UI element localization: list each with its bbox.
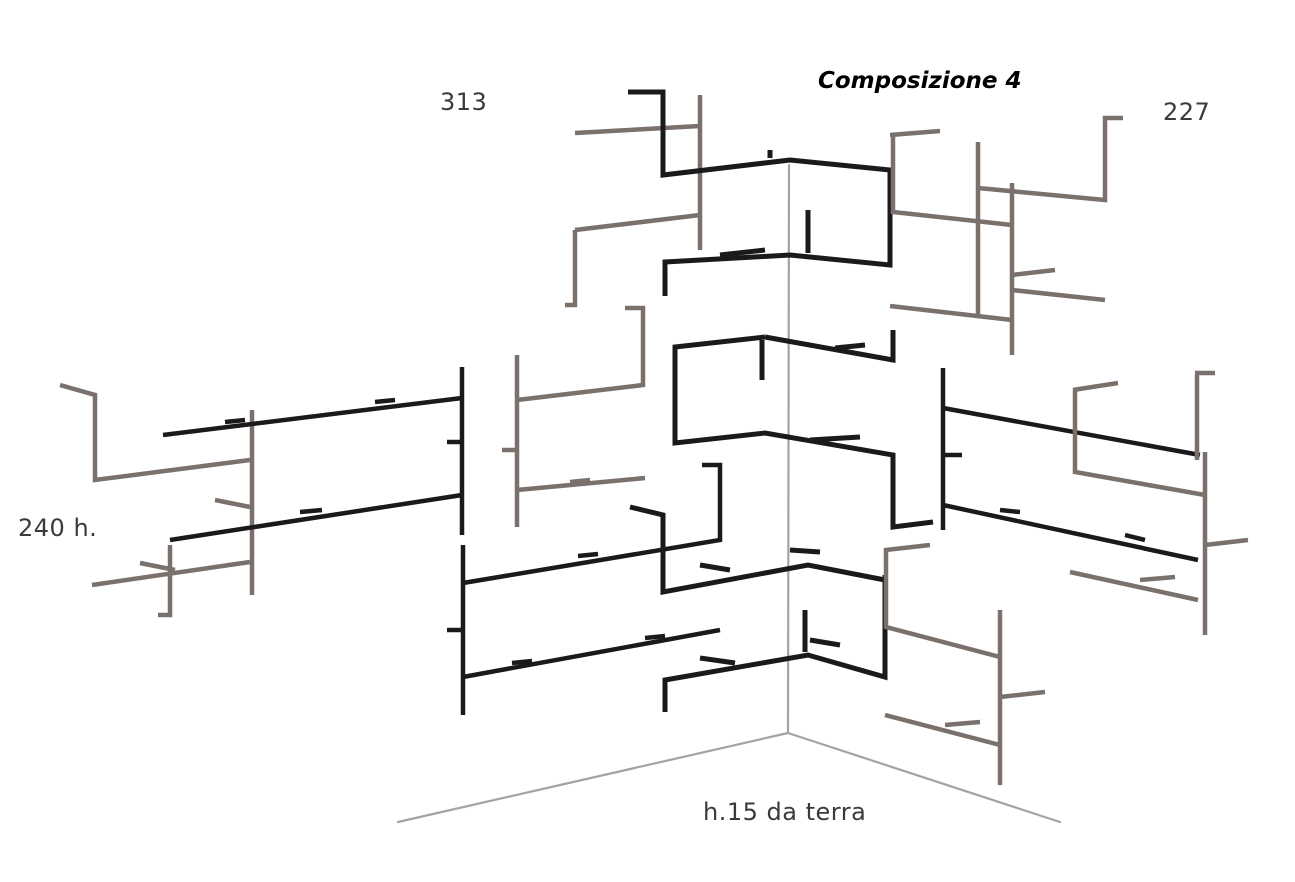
floor-line-left [396, 731, 790, 824]
left-wall-width-label: 313 [440, 88, 488, 116]
composition-title: Composizione 4 [818, 68, 1022, 94]
shelf-module-top-left-light [565, 95, 703, 308]
shelf-module-bottom-center-dark [629, 504, 888, 712]
shelf-module-top-right-light [889, 115, 1123, 355]
right-wall-width-label: 227 [1163, 98, 1211, 126]
shelf-module-top-center-dark [628, 89, 893, 296]
shelf-module-left-light [59, 382, 255, 618]
shelf-module-middle-right-dark [940, 368, 1201, 563]
room-corner [396, 163, 1062, 824]
wall-corner-line [786, 163, 791, 735]
shelf-module-bottom-right-light [883, 542, 1046, 785]
shelf-module-middle-left-light [502, 305, 646, 527]
shelf-module-left-dark [162, 367, 465, 543]
shelf-module-bottom-left-dark [447, 462, 723, 715]
floor-clearance-label: h.15 da terra [703, 798, 867, 826]
height-label: 240 h. [18, 514, 98, 542]
floor-line-right [786, 731, 1062, 824]
shelf-module-middle-center-dark [672, 330, 934, 530]
shelf-module-middle-right-light [1069, 370, 1249, 635]
